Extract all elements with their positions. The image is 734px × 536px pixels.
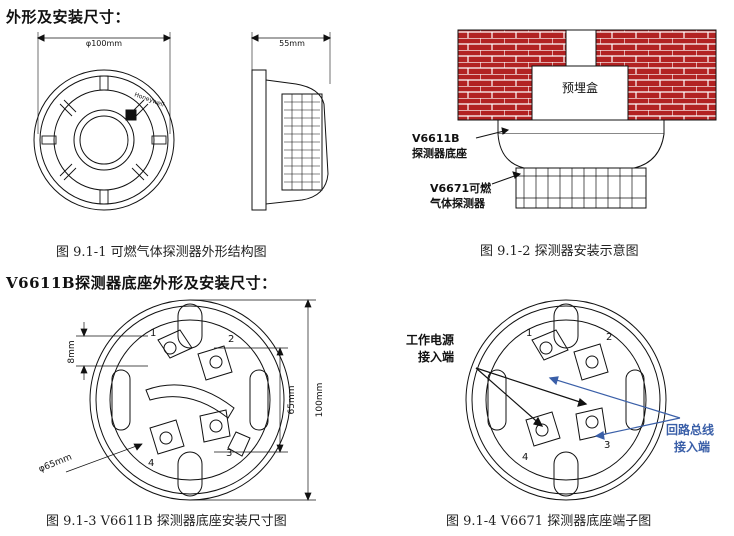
detector-label-line2: 气体探测器 [429, 196, 486, 210]
dim-65mm-label: 65mm [287, 386, 297, 415]
base-dimensions-heading: V6611B探测器底座外形及安装尺寸： [6, 274, 277, 292]
detector-side-view [250, 32, 332, 211]
figure-2-caption: 图 9.1-2 探测器安装示意图 [480, 244, 639, 259]
terminal-4-label: 4 [148, 458, 154, 469]
figure-3-caption: 图 9.1-3 V6611B 探测器底座安装尺寸图 [46, 514, 287, 529]
terminal-1-label: 1 [150, 328, 156, 339]
embedded-box-label: 预埋盒 [562, 80, 598, 95]
brick-wall [457, 29, 717, 121]
terminal-base-outline [465, 299, 667, 501]
figure-1-caption: 图 9.1-1 可燃气体探测器外形结构图 [56, 245, 267, 260]
base-label-line2: 探测器底座 [412, 146, 467, 160]
terminal4-1-label: 1 [526, 328, 532, 339]
loop-label-line1: 回路总线 [666, 422, 714, 437]
detector-base-and-body [475, 119, 665, 209]
diameter-dimension-label: φ100mm [86, 39, 122, 48]
base-outline [89, 299, 291, 501]
height-dimension-label: 55mm [279, 39, 305, 48]
figure-base-dimensions: 8mm 65mm 100mm φ65mm 1 2 3 4 [37, 299, 325, 501]
terminal4-2-label: 2 [606, 332, 612, 343]
detector-top-view [33, 32, 175, 211]
figure-4-caption: 图 9.1-4 V6671 探测器底座端子图 [446, 514, 652, 529]
power-label-line1: 工作电源 [406, 332, 454, 347]
loop-label-line2: 接入端 [674, 439, 710, 454]
detector-label-line1: V6671可燃 [430, 181, 492, 195]
figure-terminals: 1 2 3 4 工作电源 接入端 回路总线 接入端 [406, 299, 714, 501]
power-label-line2: 接入端 [418, 349, 454, 364]
figure-detector-outline: φ100mm Honeywell 55mm [33, 32, 332, 211]
terminal4-4-label: 4 [522, 452, 528, 463]
terminal-3-label: 3 [226, 448, 232, 459]
figure-installation: 预埋盒 V6611B 探测器底座 V6671可燃 气体探测器 [412, 29, 717, 210]
loop-bus-arrows [548, 376, 681, 440]
power-input-arrows [475, 367, 588, 427]
terminal-2-label: 2 [228, 334, 234, 345]
detector-dimensions-heading: 外形及安装尺寸： [6, 8, 131, 26]
dim-100mm-label: 100mm [315, 383, 325, 418]
dimension-lines [65, 299, 316, 501]
base-label-line1: V6611B [412, 132, 460, 145]
dim-8mm-label: 8mm [67, 340, 77, 363]
terminal4-3-label: 3 [604, 440, 610, 451]
